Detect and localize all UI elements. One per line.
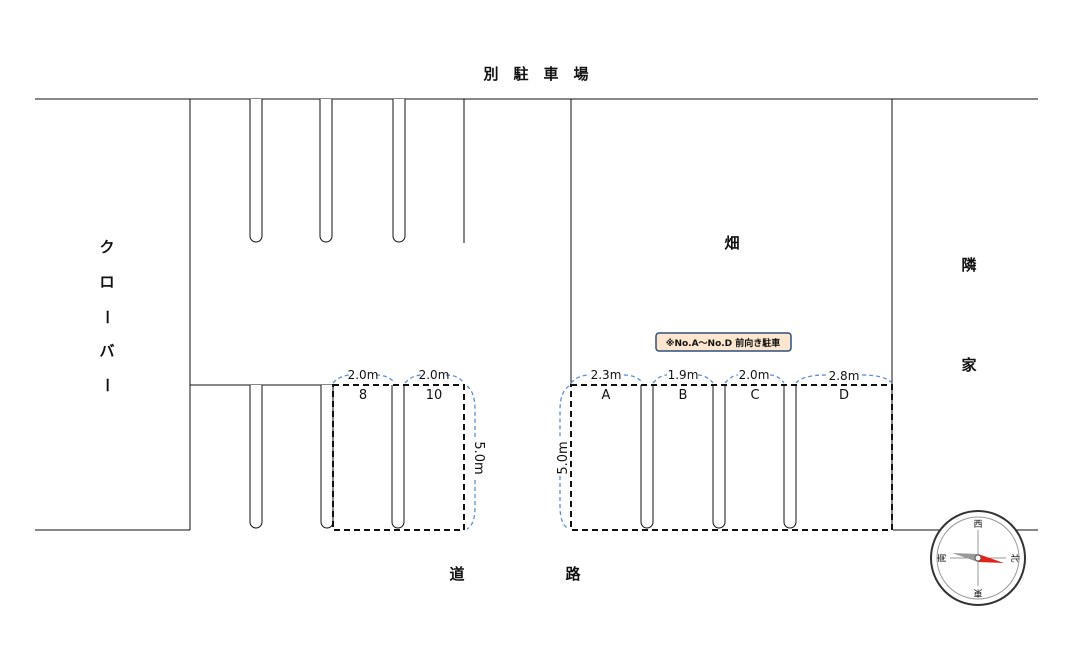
stall-divider-upper-1 <box>249 99 263 243</box>
neighbor-label-top: 隣 <box>961 256 976 274</box>
slot-name-c: C <box>750 388 759 403</box>
dim-arc-b <box>652 374 714 384</box>
compass-center <box>974 554 982 562</box>
dim-arc-a <box>570 374 644 384</box>
compass-label-south: 南 <box>936 553 948 562</box>
left-building-char: ロ <box>99 273 114 291</box>
stall-dividers <box>249 99 797 529</box>
slot-width-a: 2.3m <box>591 368 622 382</box>
note-box <box>655 332 792 352</box>
dimension-marks <box>332 374 893 530</box>
depth-label-right: 5.0m <box>556 441 571 474</box>
slot-name-d: D <box>839 388 849 403</box>
compass-label-east: 東 <box>973 587 982 599</box>
slot-width-8: 2.0m <box>348 368 379 382</box>
slot-width-d: 2.8m <box>829 369 860 383</box>
parking-areas <box>332 384 893 531</box>
road-label-right: 路 <box>565 565 581 583</box>
dim-arc-depth-left <box>466 385 476 530</box>
slot-name-8: 8 <box>359 388 367 403</box>
site-boundaries <box>35 98 1038 531</box>
depth-label-left: 5.0m <box>471 441 486 474</box>
stall-divider-lower-1 <box>249 385 263 529</box>
slot-width-b: 1.9m <box>668 368 699 382</box>
compass-label-north: 北 <box>1009 553 1020 562</box>
compass-needle-south <box>952 553 978 562</box>
stall-divider-upper-3 <box>392 99 406 243</box>
stall-divider-upper-2 <box>319 99 333 243</box>
note-text: ※No.A～No.D 前向き駐車 <box>666 337 781 349</box>
parking-lot-label: 別 駐 車 場 <box>482 65 588 83</box>
dim-arc-10 <box>404 374 465 384</box>
slot-width-10: 2.0m <box>419 368 450 382</box>
dim-arc-d <box>795 374 893 384</box>
slot-name-a: A <box>602 388 611 403</box>
dim-arc-8 <box>332 374 396 384</box>
stall-divider-right-1 <box>640 385 654 529</box>
left-building-label: ク ロ ー バ ー <box>98 238 116 393</box>
slot-name-b: B <box>679 388 688 403</box>
left-building-char: バ <box>99 342 114 360</box>
left-building-char: ー <box>98 309 116 324</box>
left-parking-area <box>332 384 465 531</box>
slot-width-c: 2.0m <box>739 368 770 382</box>
compass-needle-north <box>978 554 1004 563</box>
neighbor-label-bottom: 家 <box>961 356 976 374</box>
stall-divider-right-3 <box>783 385 797 529</box>
dim-arc-depth-right <box>559 385 570 530</box>
slot-name-10: 10 <box>426 388 443 403</box>
left-building-char: ー <box>98 377 116 392</box>
stall-divider-lower-2 <box>320 385 334 529</box>
stall-divider-lower-3 <box>391 385 405 529</box>
field-label: 畑 <box>723 234 739 252</box>
stall-divider-right-2 <box>712 385 726 529</box>
compass-label-west: 西 <box>973 519 982 530</box>
right-parking-area <box>570 384 893 531</box>
dim-arc-c <box>724 374 785 384</box>
road-label-left: 道 <box>449 565 464 583</box>
left-building-char: ク <box>99 238 114 256</box>
compass-inner-ring <box>936 516 1020 600</box>
compass: 西 東 北 南 <box>930 510 1026 606</box>
